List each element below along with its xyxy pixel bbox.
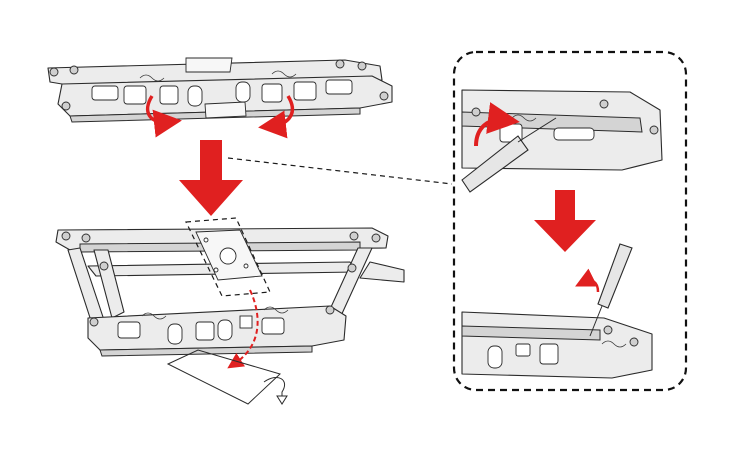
down-arrow-icon xyxy=(179,140,243,216)
screw-icon xyxy=(629,337,639,347)
screw-icon xyxy=(379,91,389,101)
screw-icon xyxy=(61,101,71,111)
screw-icon xyxy=(371,233,381,243)
screw-icon xyxy=(649,125,659,135)
pry-rotate-arrow xyxy=(474,102,520,147)
screw-icon xyxy=(335,59,345,69)
screw-icon xyxy=(81,233,91,243)
screw-icon xyxy=(99,261,109,271)
removed-cover-sheet xyxy=(166,349,288,405)
screw-icon xyxy=(599,99,609,109)
detail-down-arrow-icon xyxy=(534,190,596,252)
detail-step-upper xyxy=(461,89,663,193)
opened-bracket-assembly xyxy=(55,217,405,369)
callout-leader-line xyxy=(227,157,453,185)
top-bracket-assembly xyxy=(47,57,393,139)
rotate-cw-arrow xyxy=(258,95,294,139)
rotate-ccw-arrow xyxy=(146,95,182,138)
screwdriver-icon xyxy=(589,243,633,337)
detail-step-lower xyxy=(461,243,653,379)
screw-icon xyxy=(61,231,71,241)
mount-plate-outline xyxy=(185,217,271,297)
top-tape-strip xyxy=(185,57,233,73)
latch-point xyxy=(239,315,253,329)
screw-icon xyxy=(89,317,99,327)
screw-icon xyxy=(49,67,59,77)
screw-icon xyxy=(347,263,357,273)
lift-arrow xyxy=(575,268,600,293)
bottom-tape-strip xyxy=(204,101,247,119)
screw-icon xyxy=(357,61,367,71)
screwdriver-icon xyxy=(461,117,557,193)
screw-icon xyxy=(603,325,613,335)
flip-arrow-icon xyxy=(263,377,286,398)
screw-icon xyxy=(349,231,359,241)
screw-icon xyxy=(471,107,481,117)
screw-icon xyxy=(325,305,335,315)
screw-icon xyxy=(69,65,79,75)
slide-out-arrow xyxy=(227,289,259,369)
